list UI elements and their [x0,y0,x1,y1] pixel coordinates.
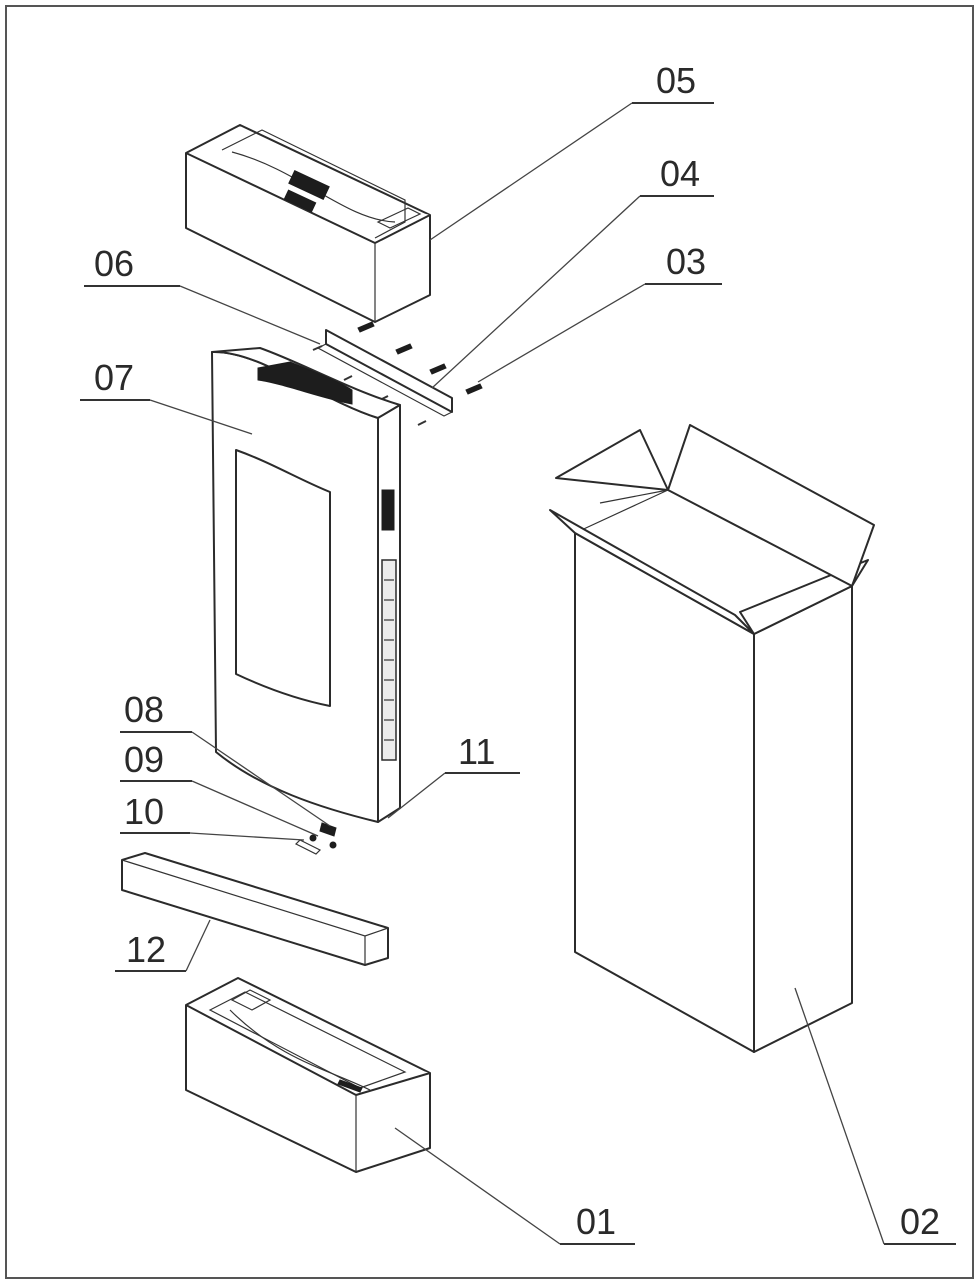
screws [312,321,483,426]
callout-01: 01 [576,1201,616,1242]
callout-05: 05 [656,60,696,101]
cardboard-box [549,424,875,1053]
stove-body [211,347,401,823]
foam-bar [121,852,389,966]
leader-lines [80,102,956,1245]
side-vents [381,489,397,761]
callout-04: 04 [660,153,700,194]
callout-11: 11 [458,731,495,772]
bottom-foam-insert [185,977,431,1173]
callout-07: 07 [94,357,134,398]
callout-06: 06 [94,243,134,284]
page-border [5,5,974,1279]
callout-08: 08 [124,689,164,730]
callout-10: 10 [124,791,164,832]
callout-labels: 05 04 03 06 07 08 09 10 11 12 01 02 [94,60,940,1242]
callout-12: 12 [126,929,166,970]
callout-03: 03 [666,241,706,282]
callout-09: 09 [124,739,164,780]
small-fittings [294,822,337,855]
top-foam-insert [185,124,431,323]
callout-02: 02 [900,1201,940,1242]
